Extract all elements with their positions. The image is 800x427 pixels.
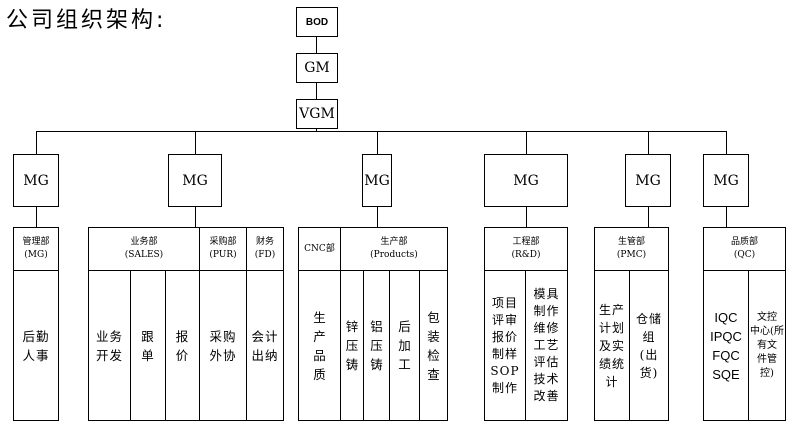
dept-qc-col-2: 文控 中心(所 有文 件管 控) <box>748 270 786 421</box>
dept-pmc-col-2: 仓储 组 (出 货) <box>629 270 669 421</box>
dept-sales-header: 业务部 (SALES) <box>88 227 200 271</box>
dept-pur-sub: (PUR) <box>209 250 237 260</box>
dept-pmc-header: 生管部 (PMC) <box>594 227 669 271</box>
dept-pmc-sub: (PMC) <box>616 250 647 260</box>
dept-qc-duty: IQC IPQC FQC SQE <box>710 309 742 382</box>
dept-sales-sub: (SALES) <box>124 250 164 260</box>
dept-cnc-title: CNC部 <box>304 243 335 254</box>
dept-prod-duty: 锌 压 铸 <box>345 319 359 372</box>
dept-prod-col-5: 包 装 检 查 <box>419 270 448 421</box>
dept-rd-title: 工程部 <box>512 237 540 247</box>
bod-label: BOD <box>305 16 329 28</box>
dept-rd-duty: 项目 评审 报价 制样 SOP 制作 <box>490 295 520 395</box>
vgm-label: VGM <box>299 106 335 122</box>
mg-label: MG <box>182 172 208 189</box>
mg-box-2: MG <box>168 154 222 207</box>
mg-label: MG <box>635 172 661 189</box>
dept-fd-title: 财务 <box>255 237 274 247</box>
dept-rd-header: 工程部 (R&D) <box>484 227 568 271</box>
dept-pur-title: 采购部 <box>209 237 237 247</box>
dept-prod-col-3: 铝 压 铸 <box>363 270 390 421</box>
dept-mg-col-1: 后勤 人事 <box>13 270 59 421</box>
dept-rd-col-2: 模具 制作 维修 工艺 评估 技术 改善 <box>525 270 568 421</box>
dept-prod-col-1: 生 产 品 质 <box>298 270 341 421</box>
dept-qc-duty: 文控 中心(所 有文 件管 控) <box>750 311 784 379</box>
dept-rd-col-1: 项目 评审 报价 制样 SOP 制作 <box>484 270 526 421</box>
dept-pmc-duty: 仓储 组 (出 货) <box>635 311 662 380</box>
dept-mg-header: 管理部 (MG) <box>13 227 59 271</box>
dept-prod-duty: 铝 压 铸 <box>370 319 383 372</box>
mg-label: MG <box>364 172 390 189</box>
dept-prod-duty: 包 装 检 查 <box>427 309 440 382</box>
dept-pur-col-1: 采购 外协 <box>199 270 247 421</box>
dept-sales-duty: 跟 单 <box>141 328 155 363</box>
dept-qc-title: 品质部 <box>730 237 758 247</box>
mg-box-4: MG <box>484 154 568 207</box>
dept-mg-sub: (MG) <box>24 250 48 260</box>
dept-prod-duty: 生 产 品 质 <box>313 309 326 382</box>
dept-cnc-header: CNC部 <box>298 227 341 271</box>
mg-label: MG <box>713 172 739 189</box>
dept-pmc-duty: 生产 计划 及实 绩统 计 <box>598 302 625 389</box>
dept-fd-col-1: 会计 出纳 <box>246 270 284 421</box>
dept-prod-duty: 后 加 工 <box>398 319 411 372</box>
dept-sales-duty: 业务 开发 <box>95 328 123 363</box>
page-title: 公司组织架构: <box>6 8 167 33</box>
dept-prod-col-2: 锌 压 铸 <box>340 270 364 421</box>
vgm-box: VGM <box>296 99 338 129</box>
dept-rd-sub: (R&D) <box>511 250 541 260</box>
dept-qc-sub: (QC) <box>733 250 756 260</box>
dept-pmc-col-1: 生产 计划 及实 绩统 计 <box>594 270 630 421</box>
dept-fd-sub: (FD) <box>254 250 276 260</box>
dept-sales-col-1: 业务 开发 <box>88 270 131 421</box>
dept-rd-duty: 模具 制作 维修 工艺 评估 技术 改善 <box>533 287 560 403</box>
dept-sales-duty: 报 价 <box>175 328 190 363</box>
dept-sales-col-3: 报 价 <box>165 270 200 421</box>
dept-prod-header: 生产部 (Products) <box>340 227 448 271</box>
bod-box: BOD <box>296 7 338 37</box>
dept-mg-duty: 后勤 人事 <box>22 328 50 363</box>
gm-label: GM <box>304 60 330 76</box>
mg-box-1: MG <box>13 154 59 207</box>
dept-qc-col-1: IQC IPQC FQC SQE <box>703 270 749 421</box>
dept-pur-header: 采购部 (PUR) <box>199 227 247 271</box>
dept-pmc-title: 生管部 <box>617 237 645 247</box>
mg-box-6: MG <box>703 154 749 207</box>
mg-box-5: MG <box>625 154 671 207</box>
dept-prod-sub: (Products) <box>370 250 418 260</box>
gm-box: GM <box>296 53 338 83</box>
dept-pur-duty: 采购 外协 <box>209 328 237 363</box>
mg-box-3: MG <box>362 154 392 207</box>
dept-mg-title: 管理部 <box>22 237 50 247</box>
mg-label: MG <box>23 172 49 189</box>
dept-prod-col-4: 后 加 工 <box>389 270 420 421</box>
dept-prod-title: 生产部 <box>380 237 408 247</box>
dept-qc-header: 品质部 (QC) <box>703 227 786 271</box>
dept-fd-header: 财务 (FD) <box>246 227 284 271</box>
dept-sales-col-2: 跟 单 <box>130 270 166 421</box>
mg-label: MG <box>513 172 539 189</box>
dept-fd-duty: 会计 出纳 <box>251 328 279 363</box>
dept-sales-title: 业务部 <box>130 237 158 247</box>
